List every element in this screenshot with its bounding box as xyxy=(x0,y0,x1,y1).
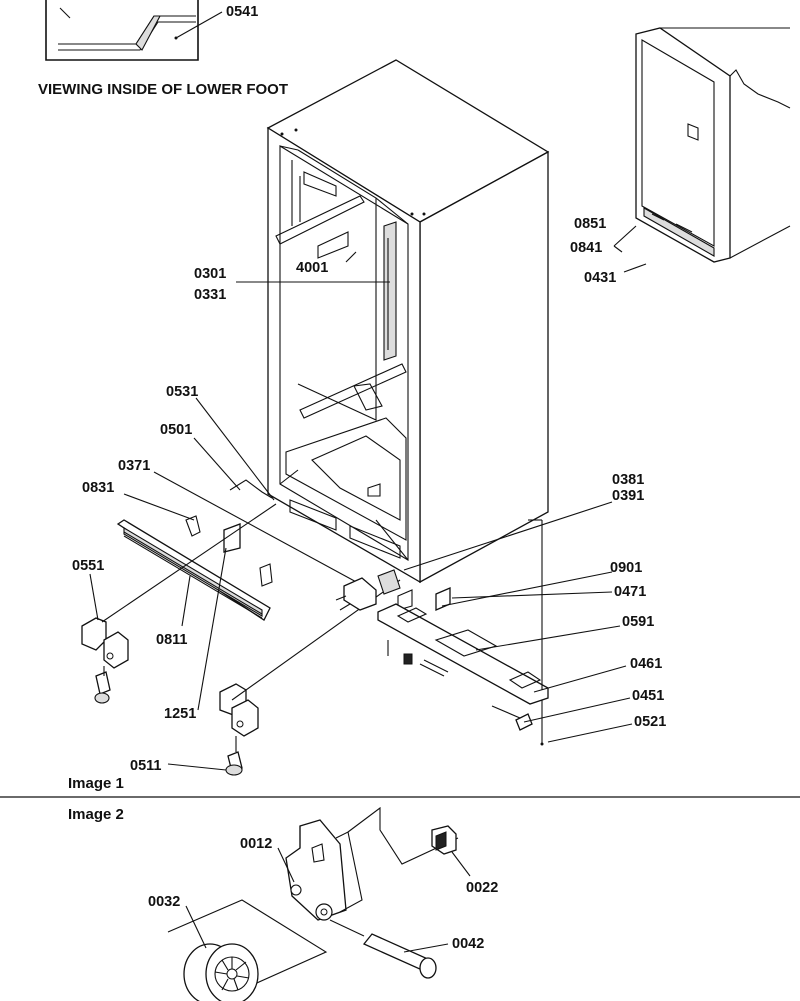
label-0811: 0811 xyxy=(156,632,187,648)
wheel-0032 xyxy=(167,899,328,1001)
label-0042: 0042 xyxy=(452,936,484,952)
label-0901: 0901 xyxy=(610,560,642,576)
image-1-caption: Image 1 xyxy=(68,775,124,792)
label-0391: 0391 xyxy=(612,488,644,504)
label-0541: 0541 xyxy=(226,4,258,20)
label-0012: 0012 xyxy=(240,836,272,852)
label-0431: 0431 xyxy=(584,270,616,286)
inset-caption: VIEWING INSIDE OF LOWER FOOT xyxy=(38,81,288,98)
roller-bracket-0012 xyxy=(285,806,459,921)
hinge-bracket-right xyxy=(219,683,259,737)
label-0032: 0032 xyxy=(148,894,180,910)
kickplate-grille xyxy=(116,519,271,621)
label-0301: 0301 xyxy=(194,266,226,282)
label-0851: 0851 xyxy=(574,216,606,232)
label-0451: 0451 xyxy=(632,688,664,704)
label-0461: 0461 xyxy=(630,656,662,672)
bottom-rail xyxy=(377,603,549,705)
hinge-bracket-left xyxy=(81,617,129,669)
lower-foot-inset xyxy=(45,0,223,61)
roller-left xyxy=(94,671,111,704)
label-0511: 0511 xyxy=(130,758,161,774)
label-0381: 0381 xyxy=(612,472,644,488)
label-1251: 1251 xyxy=(164,706,196,722)
clip-0022 xyxy=(431,825,457,855)
image-2-caption: Image 2 xyxy=(68,806,124,823)
label-0022: 0022 xyxy=(466,880,498,896)
label-0371: 0371 xyxy=(118,458,150,474)
door-panel xyxy=(635,27,791,263)
label-0591: 0591 xyxy=(622,614,654,630)
label-0471: 0471 xyxy=(614,584,646,600)
refrigerator-cabinet xyxy=(266,59,550,584)
label-0841: 0841 xyxy=(570,240,602,256)
label-4001: 4001 xyxy=(296,260,328,276)
label-0501: 0501 xyxy=(160,422,192,438)
label-0331: 0331 xyxy=(194,287,226,303)
roller-right xyxy=(225,751,243,776)
valve-assembly xyxy=(335,569,401,611)
label-0551: 0551 xyxy=(72,558,104,574)
label-0531: 0531 xyxy=(166,384,198,400)
label-0831: 0831 xyxy=(82,480,114,496)
label-0521: 0521 xyxy=(634,714,666,730)
axle-pin-0042 xyxy=(329,919,437,979)
